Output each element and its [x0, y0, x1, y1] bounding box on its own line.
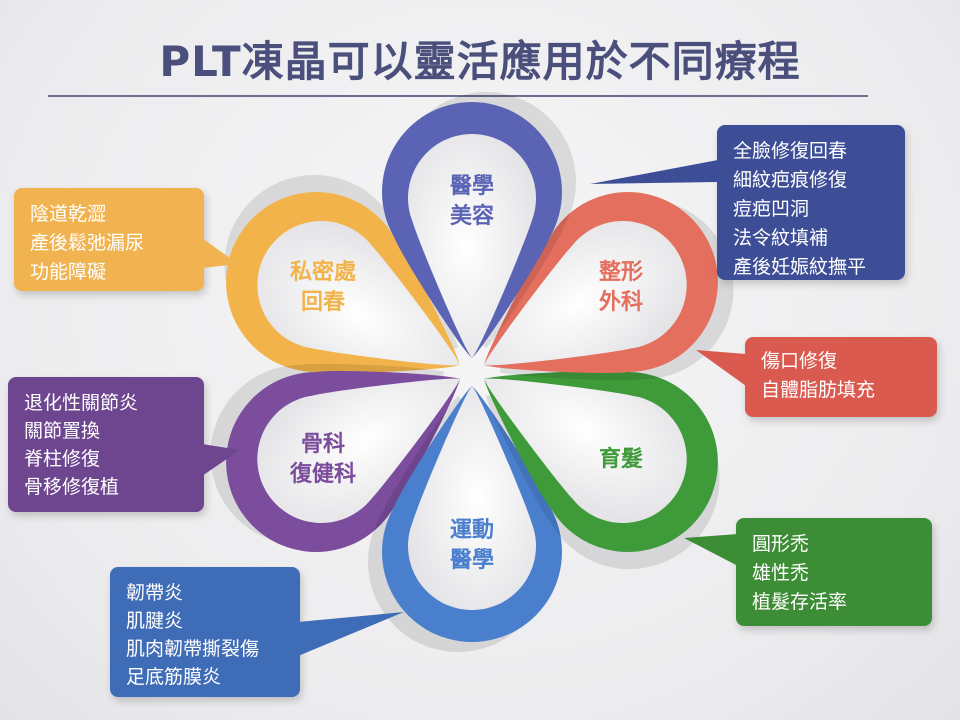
- callout-intimate: 陰道乾澀 產後鬆弛漏尿 功能障礙: [14, 188, 204, 291]
- callout-tail-aesthetic: [590, 160, 718, 184]
- callout-item: 痘疤凹洞: [733, 198, 810, 220]
- petal-label-aesthetic: 醫學美容: [450, 173, 494, 229]
- callout-tail-hair: [684, 534, 738, 566]
- callout-tail-intimate: [202, 238, 238, 268]
- callout-item: 肌肉韌帶撕裂傷: [126, 638, 260, 660]
- petal-inner: [484, 221, 687, 366]
- title-divider: [48, 95, 868, 97]
- callout-item: 傷口修復: [761, 350, 838, 372]
- callout-item: 全臉修復回春: [733, 140, 848, 162]
- petal-inner: [257, 378, 460, 523]
- callout-item: 功能障礙: [30, 261, 107, 283]
- callout-aesthetic: 全臉修復回春 細紋疤痕修復 痘疤凹洞 法令紋填補 產後妊娠紋撫平: [717, 125, 905, 280]
- petal-inner: [484, 378, 687, 523]
- callout-ortho: 退化性關節炎 關節置換 脊柱修復 骨移修復植: [8, 377, 204, 512]
- petals: [210, 92, 734, 652]
- callout-item: 植髮存活率: [752, 591, 848, 613]
- callout-item: 關節置換: [24, 420, 101, 442]
- callout-item: 骨移修復植: [24, 476, 120, 498]
- callout-item: 圓形禿: [752, 533, 810, 555]
- callout-item: 產後鬆弛漏尿: [30, 232, 145, 254]
- callout-tail-sports: [298, 612, 404, 656]
- callout-item: 自體脂肪填充: [761, 379, 876, 401]
- page-title: PLT凍晶可以靈活應用於不同療程: [159, 37, 801, 86]
- petal-label-sports: 運動醫學: [450, 518, 494, 573]
- callout-item: 退化性關節炎: [24, 392, 139, 414]
- callout-item: 細紋疤痕修復: [733, 169, 848, 191]
- petal-sports: [368, 386, 562, 652]
- petal-label-intimate: 私密處回春: [290, 259, 356, 315]
- callout-item: 雄性禿: [752, 562, 810, 584]
- callout-item: 脊柱修復: [24, 448, 101, 470]
- petal-plastic: [484, 192, 734, 381]
- callout-hair: 圓形禿 雄性禿 植髮存活率: [736, 518, 932, 626]
- callout-item: 法令紋填補: [733, 227, 829, 249]
- petal-label-plastic: 整形外科: [599, 259, 643, 315]
- callout-sports: 韌帶炎 肌腱炎 肌肉韌帶撕裂傷 足底筋膜炎: [110, 567, 300, 697]
- callout-item: 肌腱炎: [126, 610, 184, 632]
- callout-item: 產後妊娠紋撫平: [733, 256, 867, 278]
- petal-inner: [408, 133, 536, 358]
- petal-intimate: [224, 174, 460, 374]
- callout-item: 陰道乾澀: [30, 203, 107, 225]
- callout-tail-plastic: [696, 350, 746, 386]
- callout-plastic: 傷口修復 自體脂肪填充: [745, 337, 937, 417]
- callout-item: 足底筋膜炎: [126, 666, 222, 688]
- petal-hair: [484, 370, 720, 570]
- callout-tail-ortho: [202, 444, 240, 476]
- petal-inner: [408, 386, 536, 611]
- callout-item: 韌帶炎: [126, 582, 184, 604]
- petal-aesthetic: [382, 92, 576, 358]
- petal-ortho: [210, 363, 460, 552]
- petal-inner: [257, 221, 460, 366]
- petal-label-hair: 育髮: [599, 446, 643, 472]
- petal-label-ortho: 骨科復健科: [289, 432, 356, 487]
